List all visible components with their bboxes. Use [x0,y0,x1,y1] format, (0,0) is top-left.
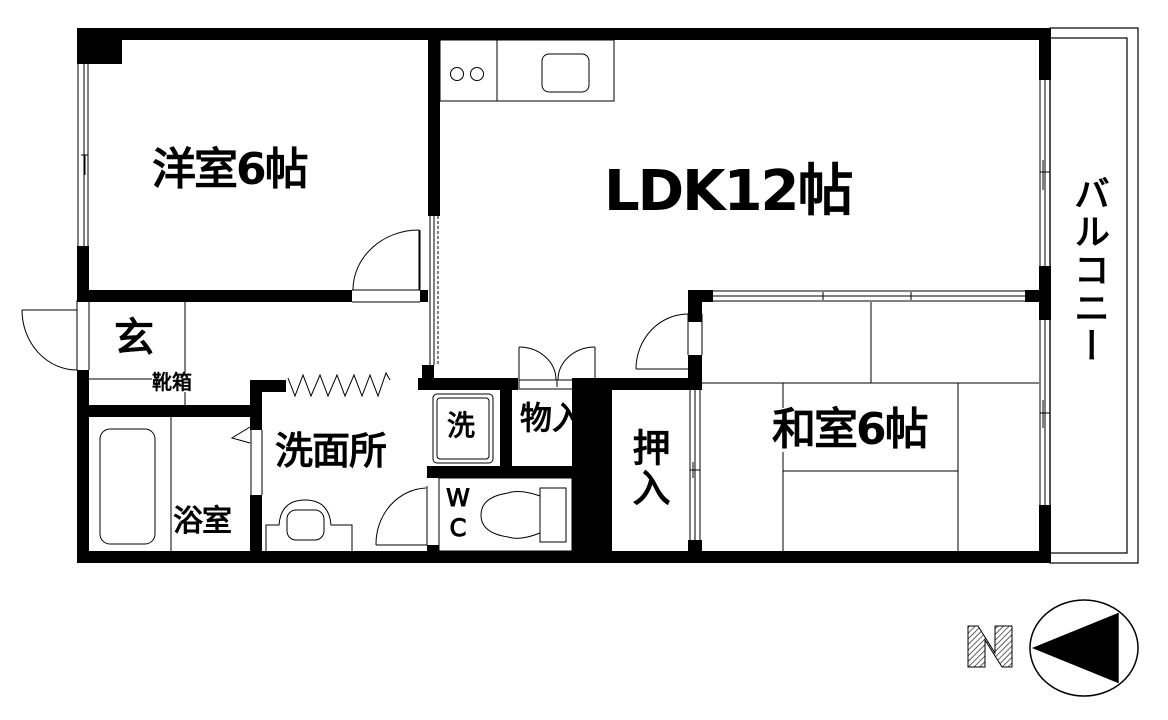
room-label-balcony: バルコニー [1068,175,1109,365]
compass-arrow-icon [1029,599,1139,697]
window-east [1039,80,1051,505]
door-swings [21,229,703,546]
room-label-washer: 洗 [447,409,476,442]
sliding-door-ldk-japanese [713,290,1025,302]
sliding-door-closet [689,390,701,540]
bathtub [99,417,172,551]
room-label-wc: WC [444,484,473,545]
wash-basin [265,499,353,551]
room-label-western: 洋室6帖 [152,144,309,195]
compass-n-glyph [967,625,1013,668]
room-label-closet: 押入 [626,428,670,508]
tatami-mats [702,302,1039,551]
washer [432,393,494,464]
kitchen-counter [439,39,615,102]
folding-door [287,371,391,398]
room-label-shoe-box: 靴箱 [152,370,192,394]
room-label-washroom: 洗面所 [275,429,387,473]
room-label-bathroom: 浴室 [173,504,232,539]
room-label-entrance: 玄 [114,315,154,361]
sliding-door-ldk-hall [419,216,439,365]
toilet [438,477,573,552]
window-west [77,64,89,246]
room-label-ldk: LDK12帖 [604,159,853,224]
interior-walls [77,28,1051,563]
room-label-storage: 物入 [520,399,585,437]
outer-walls [77,28,1051,563]
room-label-japanese: 和室6帖 [770,404,929,455]
